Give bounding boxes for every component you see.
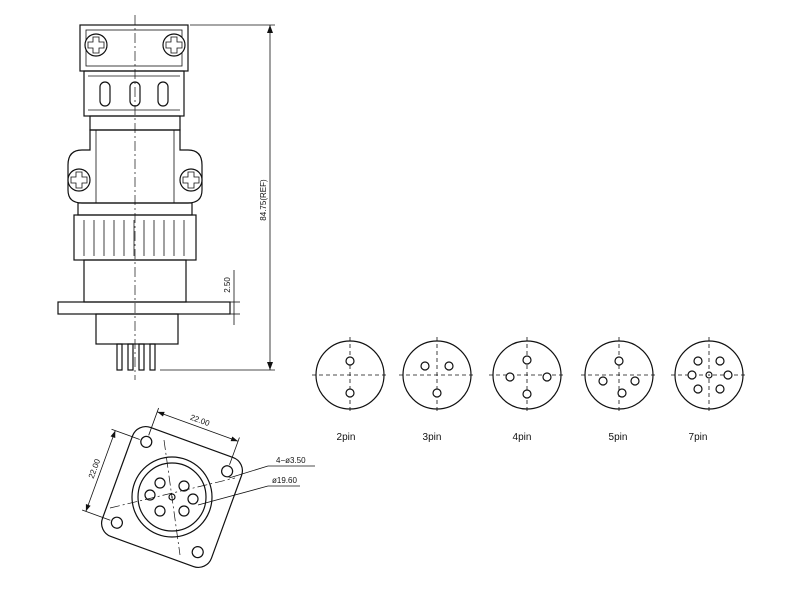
overall-length-label: 84.75(REF) (259, 179, 268, 221)
pin-layout-label: 7pin (689, 432, 708, 443)
pin-layout-label: 4pin (513, 432, 532, 443)
pin-layout-4pin: 4pin (489, 337, 565, 443)
pin-layout-5pin: 5pin (581, 337, 657, 443)
pin-layout-label: 5pin (609, 432, 628, 443)
pin-layouts: 2pin 3pin 4pin (312, 337, 747, 443)
phillips-screw-icon (67, 168, 91, 192)
pin-layout-label: 2pin (337, 432, 356, 443)
flange-width-v-label: 22.00 (87, 457, 102, 479)
pin-layout-2pin: 2pin (312, 337, 388, 443)
pin-layout-label: 3pin (423, 432, 442, 443)
phillips-screw-icon (84, 33, 108, 57)
pin-layout-3pin: 3pin (399, 337, 475, 443)
flange-front-view: 22.00 22.00 4−ø3.50 ø19.60 (81, 407, 315, 568)
phillips-screw-icon (179, 168, 203, 192)
body-diameter-label: ø19.60 (272, 476, 297, 485)
flange-width-h-label: 22.00 (189, 413, 211, 428)
pin-layout-7pin: 7pin (671, 337, 747, 443)
side-view: 84.75(REF) 2.50 (57, 15, 275, 380)
phillips-screw-icon (162, 33, 186, 57)
mount-holes-label: 4−ø3.50 (276, 456, 306, 465)
flange-thickness-label: 2.50 (223, 277, 232, 293)
